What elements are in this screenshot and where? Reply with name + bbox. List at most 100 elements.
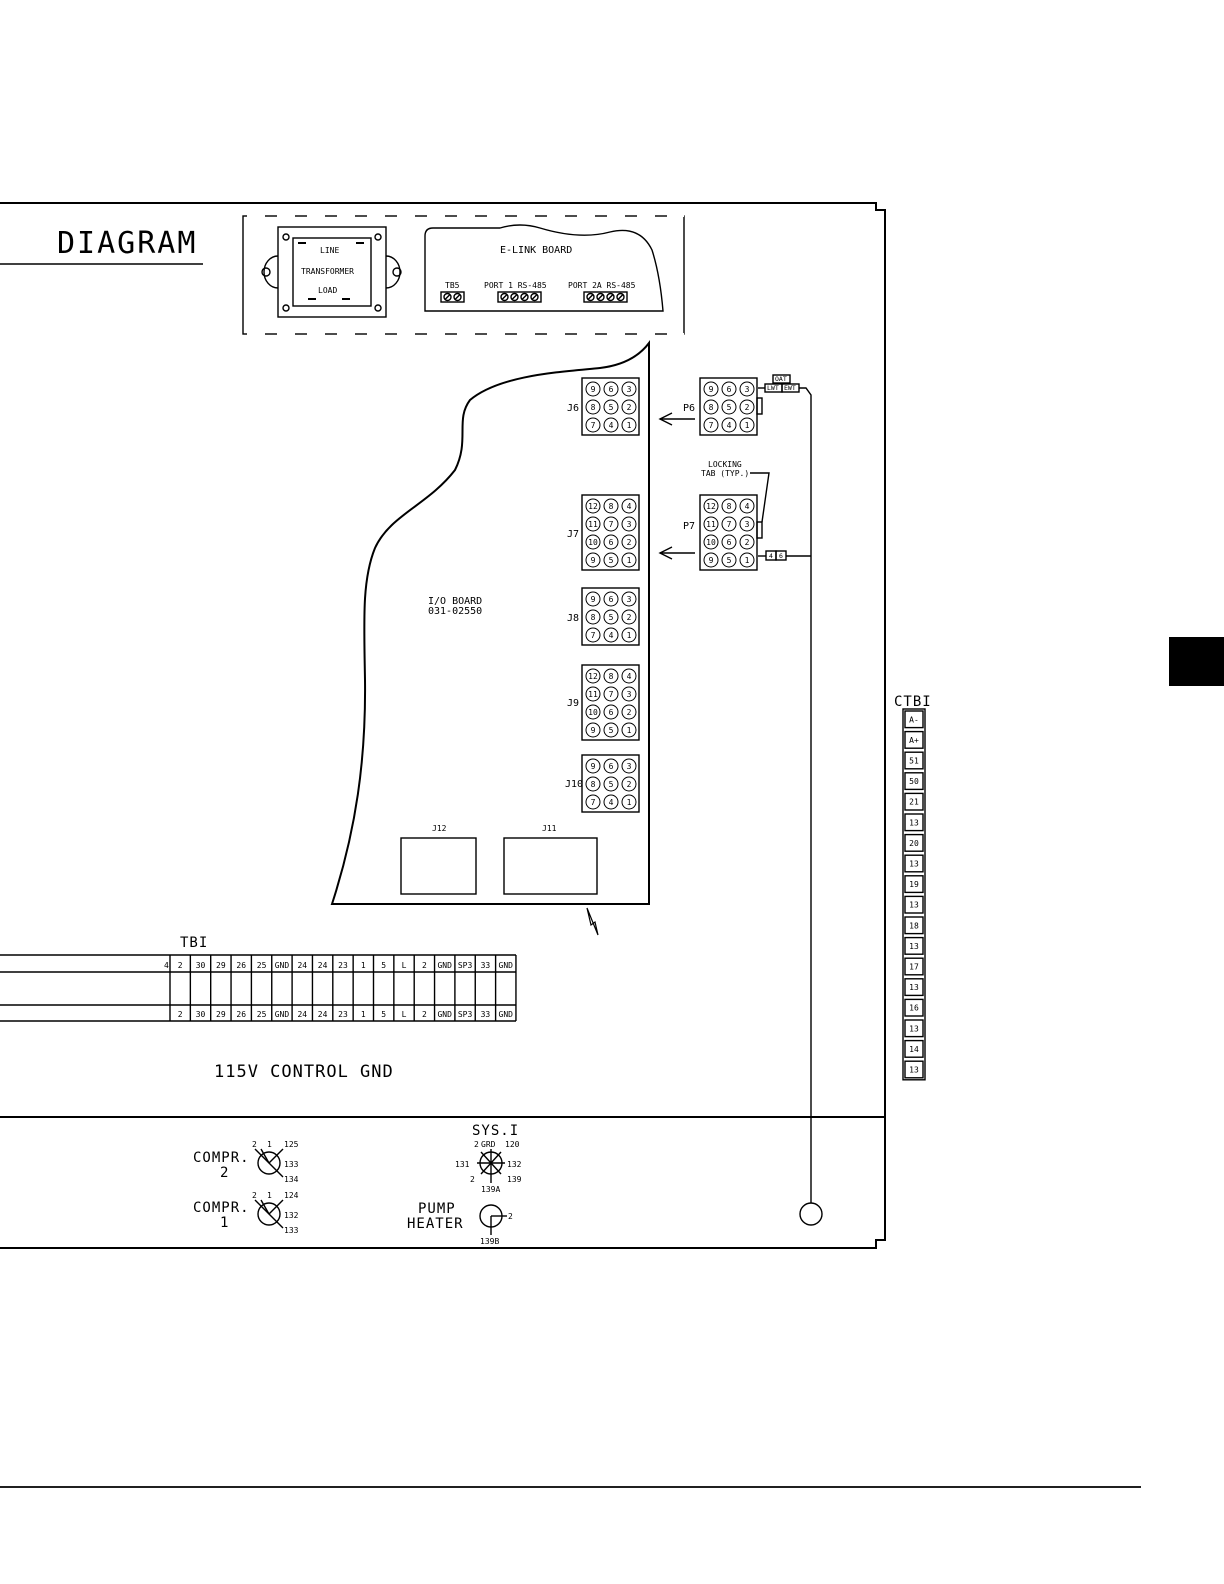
pin-circle: [603, 794, 619, 810]
pin-circle: [703, 498, 719, 514]
compr2-connector: COMPR. 2 2 1 125 133 134: [193, 1140, 299, 1184]
tb1-terminal-top: GND: [499, 961, 514, 970]
pin-circle: [721, 498, 737, 514]
pin-circle: [603, 498, 619, 514]
pin-circle: [621, 758, 637, 774]
tb1-terminal-bottom: L: [402, 1010, 407, 1019]
pin-circle: [621, 516, 637, 532]
j12-connector: [400, 837, 477, 895]
pin-circle: [603, 776, 619, 792]
pin-circle: [739, 399, 755, 415]
pin-circle: [621, 417, 637, 433]
ctb1-terminal-label: 21: [909, 798, 919, 807]
ctb1-terminal: [904, 730, 924, 749]
ctb1-terminal-label: 13: [909, 901, 919, 910]
screw-slot: [444, 294, 451, 300]
elink-board: E-LINK BOARD TB5 PORT 1 RS-485 PORT 2A R…: [424, 224, 664, 312]
ctb1-terminal: [904, 895, 924, 914]
screw-slot: [617, 294, 624, 300]
pin-number: 12: [588, 672, 598, 681]
ctb1-terminal: [904, 936, 924, 955]
tb1-terminal-top: 5: [381, 961, 386, 970]
tb1-terminal-top: 24: [297, 961, 307, 970]
pin-number: 2: [627, 780, 632, 789]
sensor-wiring: OAT LWT EWT 4 6: [758, 374, 823, 1226]
ctb1-terminal: [904, 998, 924, 1017]
ctb1-terminal-label: 18: [909, 921, 919, 930]
pin-circle: [585, 668, 601, 684]
pin-circle: [585, 609, 601, 625]
sys1-pin-131: 131: [455, 1160, 470, 1169]
pin-number: 8: [609, 672, 614, 681]
pin-circle: [703, 516, 719, 532]
pump-heater-pin-139b: 139B: [480, 1237, 499, 1246]
pin-circle: [603, 686, 619, 702]
screw-terminal: [596, 292, 605, 302]
pin-number: 6: [609, 538, 614, 547]
screw-terminal: [606, 292, 615, 302]
pin-number: 4: [627, 672, 632, 681]
screw-terminal: [530, 292, 539, 302]
ctb1-terminal: [904, 1060, 924, 1079]
pin-number: 9: [591, 556, 596, 565]
sys1-pin-grd: GRD: [481, 1140, 496, 1149]
pin-circle: [739, 498, 755, 514]
port2a-label: PORT 2A RS-485: [568, 281, 636, 290]
pin-circle: [703, 399, 719, 415]
ctb1-terminal: [904, 792, 924, 811]
pin-number: 3: [627, 595, 632, 604]
ctb1-terminal-label: 13: [909, 1024, 919, 1033]
screw-terminal: [586, 292, 595, 302]
sys1-pin-139: 139: [507, 1175, 522, 1184]
pin-circle: [603, 552, 619, 568]
pin-circle: [739, 417, 755, 433]
j11-label: J11: [542, 824, 557, 833]
tb1-terminal-bottom: 30: [196, 1010, 206, 1019]
sys1-pin-2: 2: [474, 1140, 479, 1149]
screw-terminal: [520, 292, 529, 302]
pin-circle: [739, 534, 755, 550]
ctb1-terminal-label: A-: [909, 715, 919, 724]
screw-slot: [501, 294, 508, 300]
tb1-terminal-top: 30: [196, 961, 206, 970]
tb1-terminal-top: 25: [257, 961, 267, 970]
tb1-terminal-top: 29: [216, 961, 226, 970]
tb1-terminal-top: 24: [318, 961, 328, 970]
tb1-terminal-top: 2: [178, 961, 183, 970]
ctb1-terminal: [904, 916, 924, 935]
pin-number: 11: [588, 520, 598, 529]
pin-number: 4: [745, 502, 750, 511]
pin-circle: [585, 591, 601, 607]
pin-number: 4: [627, 502, 632, 511]
pin-number: 1: [627, 556, 632, 565]
compr2-line2: 2: [220, 1165, 229, 1181]
pin-circle: [703, 417, 719, 433]
pin-circle: [621, 627, 637, 643]
pin-number: 1: [627, 726, 632, 735]
pin-number: 12: [706, 502, 716, 511]
pin-number: 8: [727, 502, 732, 511]
pin-number: 9: [591, 762, 596, 771]
panel-frame: [0, 202, 886, 1249]
pin-number: 10: [706, 538, 716, 547]
ewt-label: EWT: [784, 384, 796, 392]
tb1-terminal-bottom: 24: [297, 1010, 307, 1019]
pin-number: 5: [609, 780, 614, 789]
tb1-terminal-bottom: GND: [499, 1010, 514, 1019]
pin-circle: [721, 534, 737, 550]
pin-number: 5: [609, 556, 614, 565]
tb1-frame: [0, 954, 516, 1022]
pin-number: 6: [609, 595, 614, 604]
pin-circle: [603, 609, 619, 625]
pin-number: 2: [627, 613, 632, 622]
pin-circle: [621, 534, 637, 550]
j11-connector: [503, 837, 598, 895]
compr2-pin-2: 2: [252, 1140, 257, 1149]
ctb1-terminal: [904, 751, 924, 770]
pin-number: 6: [727, 385, 732, 394]
tb1-terminal-bottom: 2: [178, 1010, 183, 1019]
pin-circle: [621, 591, 637, 607]
